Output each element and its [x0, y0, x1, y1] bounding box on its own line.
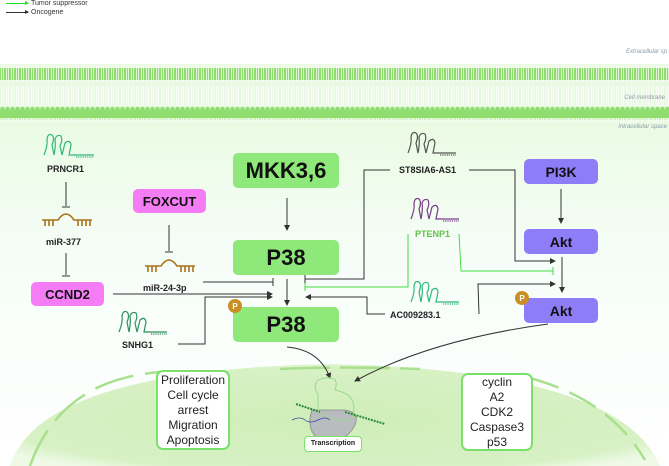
- mir24-mirna-icon: [145, 259, 195, 272]
- edge-ptenp1-akt: [458, 233, 553, 272]
- edge-ac009283-akt: [477, 281, 556, 315]
- edge-ptenp1-p38: [305, 234, 409, 288]
- target-gene-item: p53: [486, 434, 508, 449]
- membrane-label: Cell membrane: [624, 95, 665, 101]
- ptenp1-label[interactable]: PTENP1: [415, 229, 451, 239]
- phenotype-item: arrest: [177, 402, 209, 417]
- target-gene-item: A2: [489, 389, 505, 404]
- p38-node[interactable]: P38: [233, 240, 339, 275]
- target-genes-box: cyclin A2 CDK2 Caspase3 p53: [461, 373, 533, 451]
- akt-node[interactable]: Akt: [524, 229, 598, 254]
- snhg1-label[interactable]: SNHG1: [122, 340, 154, 350]
- st8sia6-label[interactable]: ST8SIA6-AS1: [399, 165, 457, 175]
- prncr1-label[interactable]: PRNCR1: [47, 164, 85, 174]
- legend-label: Tumor suppressor: [31, 0, 88, 7]
- black-arrow-icon: [6, 10, 29, 14]
- prncr1-lncrna-icon: [43, 133, 94, 158]
- edge-phosakt-transcription: [354, 323, 549, 382]
- extracellular-label: Extracellular sp: [625, 49, 667, 55]
- legend-oncogene: Oncogene: [6, 9, 63, 16]
- rna-polymerase-icon: [291, 377, 386, 442]
- edge-st8sia6-akt: [469, 169, 556, 264]
- edge-snhg1-p38: [178, 294, 273, 345]
- target-gene-item: CDK2: [480, 404, 513, 419]
- phospho-akt-node[interactable]: Akt: [524, 298, 598, 323]
- phosphate-badge-p38: P: [228, 299, 242, 313]
- phenotype-box: Proliferation Cell cycle arrest Migratio…: [156, 370, 230, 450]
- legend-tumor-suppressor: Tumor suppressor: [6, 0, 88, 7]
- mir24-label[interactable]: miR-24-3p: [143, 283, 187, 293]
- ptenp1-lncrna-icon: [410, 197, 459, 222]
- phosphate-badge-akt: P: [515, 291, 529, 305]
- ac009283-lncrna-icon: [410, 280, 459, 305]
- snhg1-lncrna-icon: [118, 310, 167, 335]
- pi3k-node[interactable]: PI3K: [524, 159, 598, 184]
- phenotype-item: Cell cycle: [167, 387, 219, 402]
- nuclear-envelope-left: [28, 370, 161, 466]
- transcription-label: Transcription: [304, 436, 362, 452]
- phenotype-item: Migration: [168, 417, 218, 432]
- mir377-label[interactable]: miR-377: [46, 237, 82, 247]
- green-arrow-icon: [6, 1, 29, 5]
- foxcut-node[interactable]: FOXCUT: [133, 189, 206, 213]
- target-gene-item: cyclin: [481, 374, 512, 389]
- intracellular-label: Intracellular space: [618, 124, 667, 130]
- mir377-mirna-icon: [42, 213, 92, 226]
- edge-phosp38-transcription: [286, 346, 332, 379]
- mkk36-node[interactable]: MKK3,6: [233, 153, 339, 188]
- nuclear-envelope-right: [529, 376, 647, 461]
- phenotype-item: Proliferation: [160, 372, 226, 387]
- edge-ac009283-p38: [305, 294, 385, 315]
- edge-st8sia6-p38: [305, 169, 390, 280]
- ac009283-label[interactable]: AC009283.1: [390, 310, 441, 320]
- legend-label: Oncogene: [31, 9, 64, 16]
- phenotype-item: Apoptosis: [166, 432, 220, 447]
- ccnd2-node[interactable]: CCND2: [31, 282, 104, 306]
- lipid-bilayer: [0, 66, 669, 122]
- target-gene-item: Caspase3: [469, 419, 525, 434]
- nuclear-envelope-top: [279, 366, 421, 371]
- st8sia6-lncrna-icon: [407, 131, 456, 156]
- phospho-p38-node[interactable]: P38: [233, 307, 339, 342]
